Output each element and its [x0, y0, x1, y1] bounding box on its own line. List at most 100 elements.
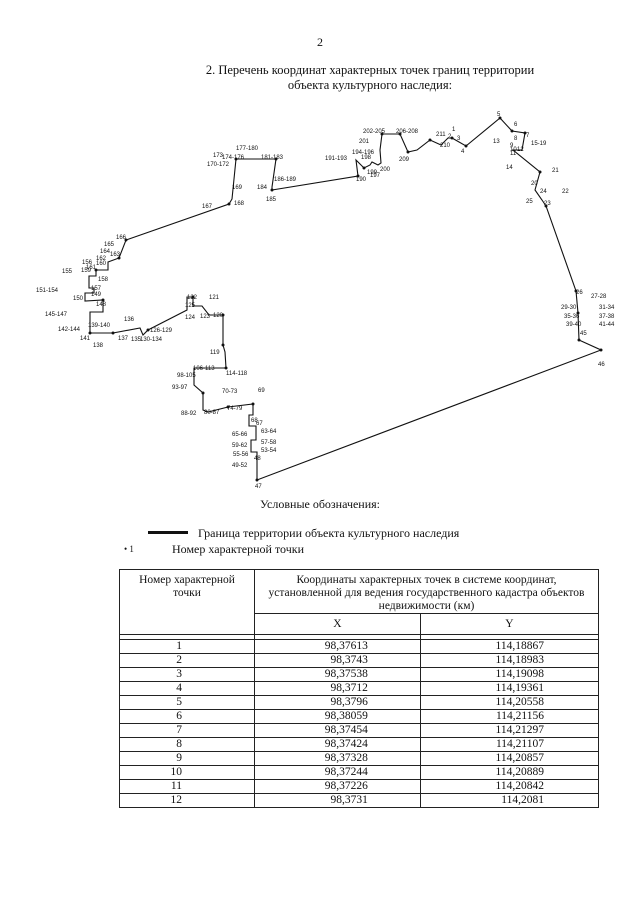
map-label: 148 — [96, 302, 107, 308]
map-label: 124 — [185, 315, 196, 321]
y-coordinate-cell: 114,21107 — [419, 737, 600, 752]
x-coordinate-cell: 98,37538 — [254, 667, 421, 682]
y-coordinate-cell: 114,20842 — [419, 779, 600, 794]
map-label: 14 — [506, 165, 513, 171]
map-label: 166 — [116, 235, 127, 241]
map-label: 150 — [73, 296, 84, 302]
title-line-2: объекта культурного наследия: — [287, 78, 453, 92]
map-label: 142-144 — [58, 327, 81, 333]
point-number-cell: 5 — [119, 695, 255, 710]
map-label: 53-54 — [261, 448, 277, 454]
map-label: 145-147 — [45, 312, 68, 318]
map-label: 15-19 — [531, 141, 547, 147]
map-label: 45 — [580, 331, 587, 337]
point-number-cell: 1 — [119, 639, 255, 654]
map-label: 138 — [93, 343, 104, 349]
point-number-cell: 2 — [119, 653, 255, 668]
map-label: 5 — [497, 112, 501, 118]
map-label: 135 — [131, 337, 142, 343]
point-number-cell: 10 — [119, 765, 255, 780]
coordinates-table: Номер характерной точки Координаты харак… — [119, 569, 600, 808]
map-label: 46 — [598, 362, 605, 368]
map-label: 3 — [457, 136, 461, 142]
map-label: 49-52 — [232, 463, 248, 469]
point-number-cell: 3 — [119, 667, 255, 682]
y-coordinate-cell: 114,19361 — [419, 681, 600, 696]
point-number-cell: 7 — [119, 723, 255, 738]
x-coordinate-cell: 98,37424 — [254, 737, 421, 752]
map-label: 184 — [257, 185, 268, 191]
map-label: 210 — [440, 143, 451, 149]
map-label: 157 — [91, 286, 102, 292]
x-coordinate-cell: 98,37244 — [254, 765, 421, 780]
legend-title: Условные обозначения: — [259, 497, 381, 511]
map-label: 211 — [436, 132, 446, 138]
title-line-1: 2. Перечень координат характерных точек … — [205, 63, 535, 77]
map-label: 119 — [210, 350, 220, 356]
y-coordinate-cell: 114,20558 — [419, 695, 600, 710]
header-number: Номер характерной точки — [119, 569, 255, 635]
map-label: 27-28 — [591, 294, 607, 300]
map-label: 168 — [234, 201, 245, 207]
boundary-line — [84, 117, 603, 481]
map-label: 69 — [258, 388, 265, 394]
map-label: 155 — [62, 269, 73, 275]
map-label: 74-79 — [227, 406, 243, 412]
map-label: 12 — [517, 147, 524, 153]
map-label: 159 — [81, 268, 92, 274]
map-label: 169 — [232, 185, 243, 191]
header-x: X — [254, 613, 421, 635]
map-label: 197 — [370, 173, 381, 179]
boundary-points — [88, 116, 603, 482]
map-label: 41-44 — [599, 322, 615, 328]
map-label: 161 — [86, 265, 97, 271]
map-label: 9 — [510, 143, 514, 149]
map-label: 199 — [367, 170, 378, 176]
map-label: 68 — [251, 418, 258, 424]
map-label: 63-64 — [261, 429, 277, 435]
map-label: 151-154 — [36, 288, 59, 294]
y-coordinate-cell: 114,21297 — [419, 723, 600, 738]
x-coordinate-cell: 98,37613 — [254, 639, 421, 654]
map-label: 114-118 — [226, 371, 248, 377]
boundary-legend-line — [148, 531, 188, 534]
legend-boundary-label: Граница территории объекта культурного н… — [198, 526, 460, 540]
map-label: 93-97 — [172, 385, 188, 391]
x-coordinate-cell: 98,37328 — [254, 751, 421, 766]
map-label: 139-140 — [88, 323, 111, 329]
map-label: 55-56 — [233, 452, 249, 458]
map-label: 4 — [461, 149, 465, 155]
map-label: 149 — [91, 292, 102, 298]
map-label: 21 — [552, 168, 559, 174]
map-label: 137 — [118, 336, 129, 342]
map-label: 10 — [510, 147, 517, 153]
map-label: 80-87 — [204, 410, 220, 416]
map-label: 198 — [361, 155, 372, 161]
map-label: 67 — [256, 421, 263, 427]
point-number-cell: 9 — [119, 751, 255, 766]
map-label: 158 — [98, 277, 109, 283]
map-label: 37-38 — [599, 314, 615, 320]
y-coordinate-cell: 114,21156 — [419, 709, 600, 724]
map-label: 98-105 — [177, 373, 196, 379]
map-label: 164 — [100, 249, 111, 255]
map-label: 48 — [254, 456, 261, 462]
x-coordinate-cell: 98,38059 — [254, 709, 421, 724]
map-label: 122 — [187, 295, 198, 301]
map-label: 200 — [380, 167, 391, 173]
map-label: 8 — [514, 136, 518, 142]
map-label: 11 — [510, 151, 517, 157]
map-label: 26 — [576, 290, 583, 296]
page-number: 2 — [317, 35, 323, 49]
map-label: 6 — [514, 122, 518, 128]
map-label: 126-129 — [150, 328, 173, 334]
